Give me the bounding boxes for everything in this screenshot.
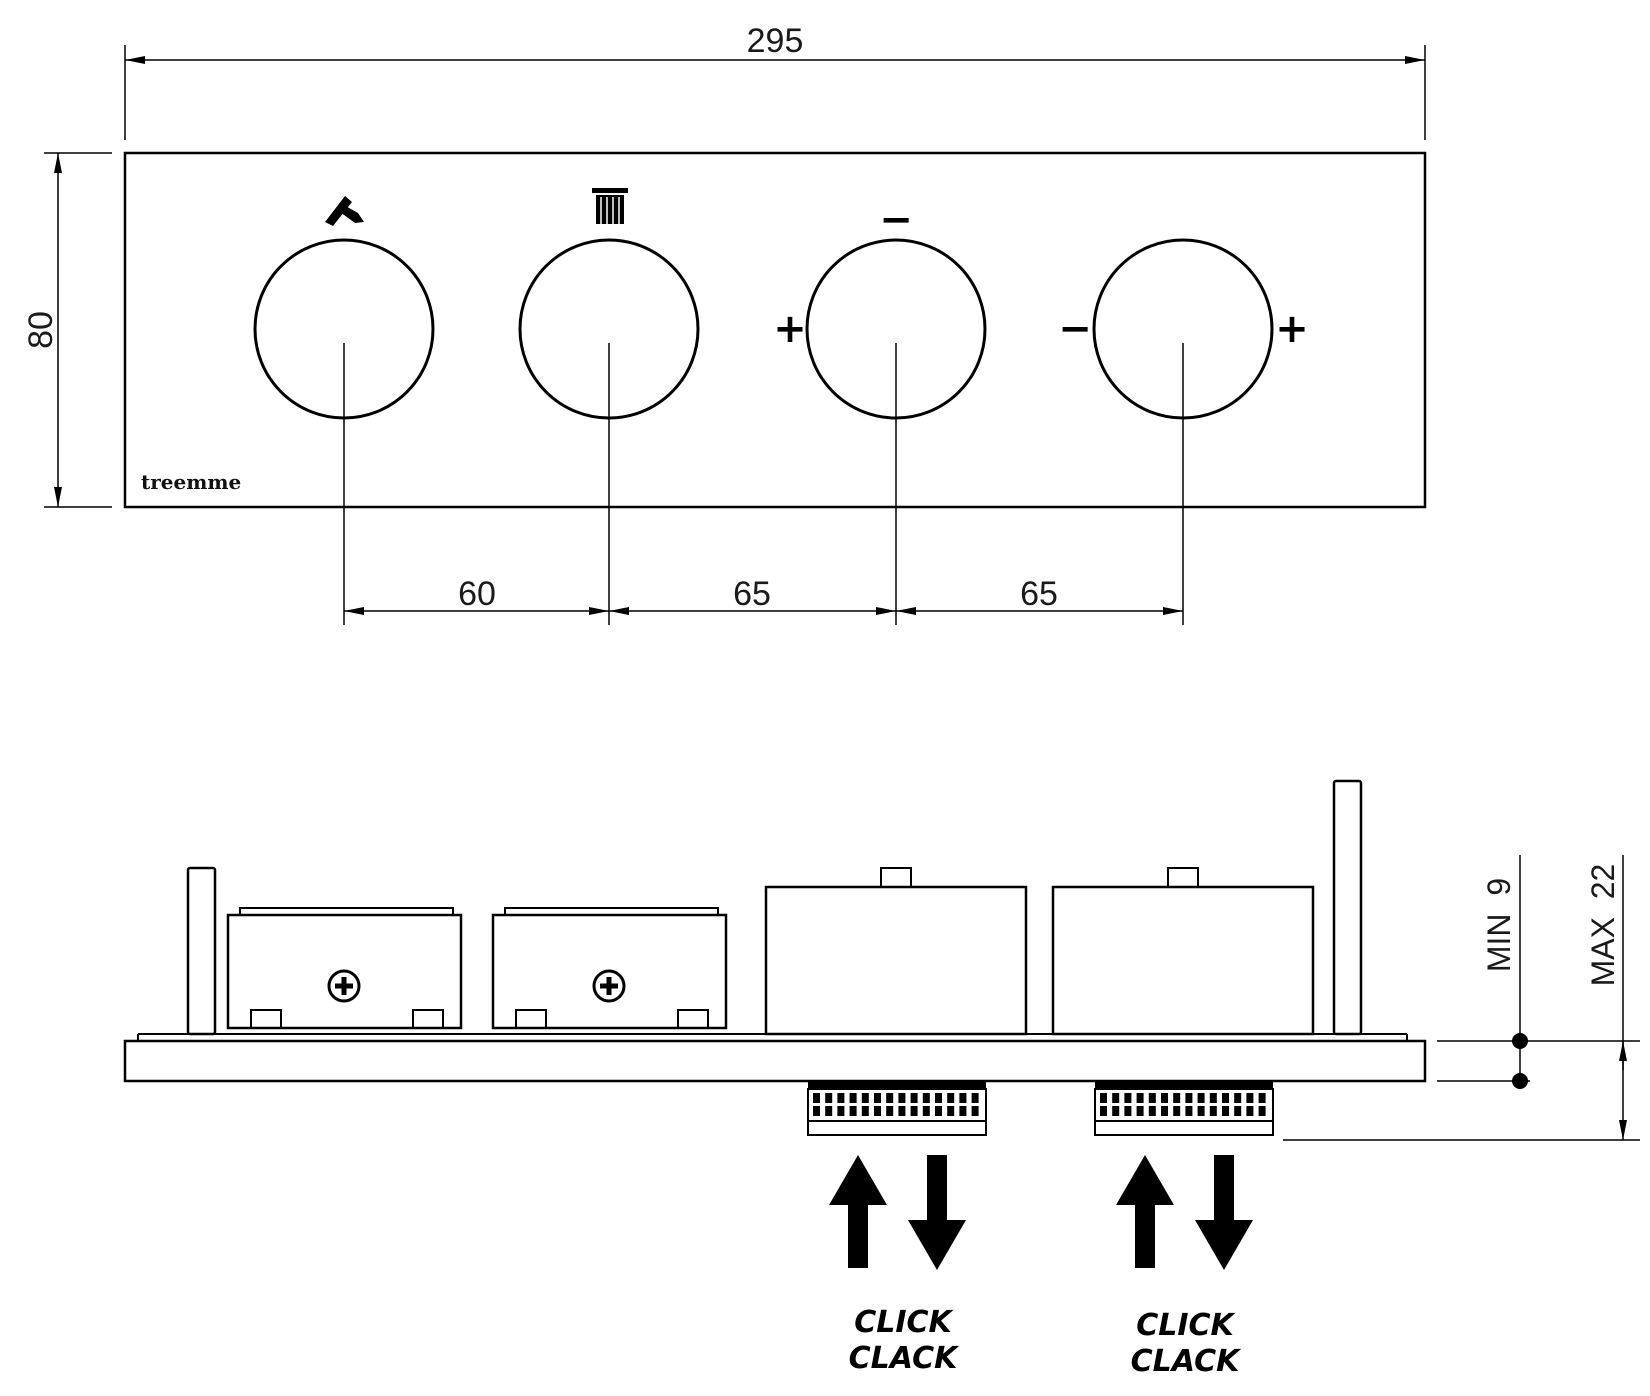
min-depth-label: MIN 9 bbox=[1481, 878, 1517, 972]
left-stud bbox=[186, 866, 217, 1036]
push-pull-arrows-1 bbox=[829, 1155, 966, 1270]
hand-shower-icon bbox=[325, 196, 364, 226]
knurled-knob-2 bbox=[1094, 1081, 1274, 1136]
cartridge-4 bbox=[1051, 867, 1315, 1036]
knob-center-lines bbox=[343, 343, 1184, 625]
width-dimension: 295 bbox=[124, 22, 1426, 140]
clack-label-2: CLACK bbox=[1131, 1344, 1242, 1379]
side-view: CLICK CLACK CLICK CLACK MIN 9 MAX 22 bbox=[123, 779, 1640, 1379]
knob-3-plus-symbol: + bbox=[773, 306, 807, 352]
brand-logo: treemme bbox=[141, 470, 241, 494]
knob-4-minus-symbol: − bbox=[1058, 306, 1092, 352]
min-max-dimensions: MIN 9 MAX 22 bbox=[1283, 855, 1640, 1141]
knob-4-plus-symbol: + bbox=[1275, 306, 1309, 352]
cartridge-3 bbox=[764, 867, 1028, 1036]
overhead-shower-icon bbox=[592, 188, 628, 224]
up-arrow-icon bbox=[1116, 1155, 1174, 1268]
clack-label-1: CLACK bbox=[849, 1341, 960, 1376]
spacing-1-value: 60 bbox=[458, 575, 496, 613]
knob-3-minus-symbol: − bbox=[879, 197, 913, 243]
front-plate bbox=[123, 151, 1427, 509]
width-value: 295 bbox=[747, 22, 804, 60]
front-view: 295 80 treemme bbox=[22, 22, 1427, 625]
down-arrow-icon bbox=[1195, 1155, 1253, 1270]
click-label-1: CLICK bbox=[854, 1305, 954, 1340]
height-dimension: 80 bbox=[22, 152, 112, 508]
up-arrow-icon bbox=[829, 1155, 887, 1268]
spacing-2-value: 65 bbox=[733, 575, 771, 613]
height-value: 80 bbox=[22, 311, 60, 349]
screw-1-icon bbox=[327, 969, 361, 1003]
click-label-2: CLICK bbox=[1136, 1308, 1236, 1343]
spacing-3-value: 65 bbox=[1020, 575, 1058, 613]
side-plate bbox=[123, 1039, 1427, 1083]
screw-2-icon bbox=[592, 969, 626, 1003]
knurled-knob-1 bbox=[807, 1081, 987, 1136]
cartridge-2 bbox=[491, 907, 728, 1030]
right-stud bbox=[1332, 779, 1363, 1036]
down-arrow-icon bbox=[908, 1155, 966, 1270]
cartridge-1 bbox=[226, 907, 463, 1030]
max-depth-label: MAX 22 bbox=[1585, 864, 1621, 987]
push-pull-arrows-2 bbox=[1116, 1155, 1253, 1270]
spacing-dimensions: 60 65 65 bbox=[344, 575, 1183, 615]
